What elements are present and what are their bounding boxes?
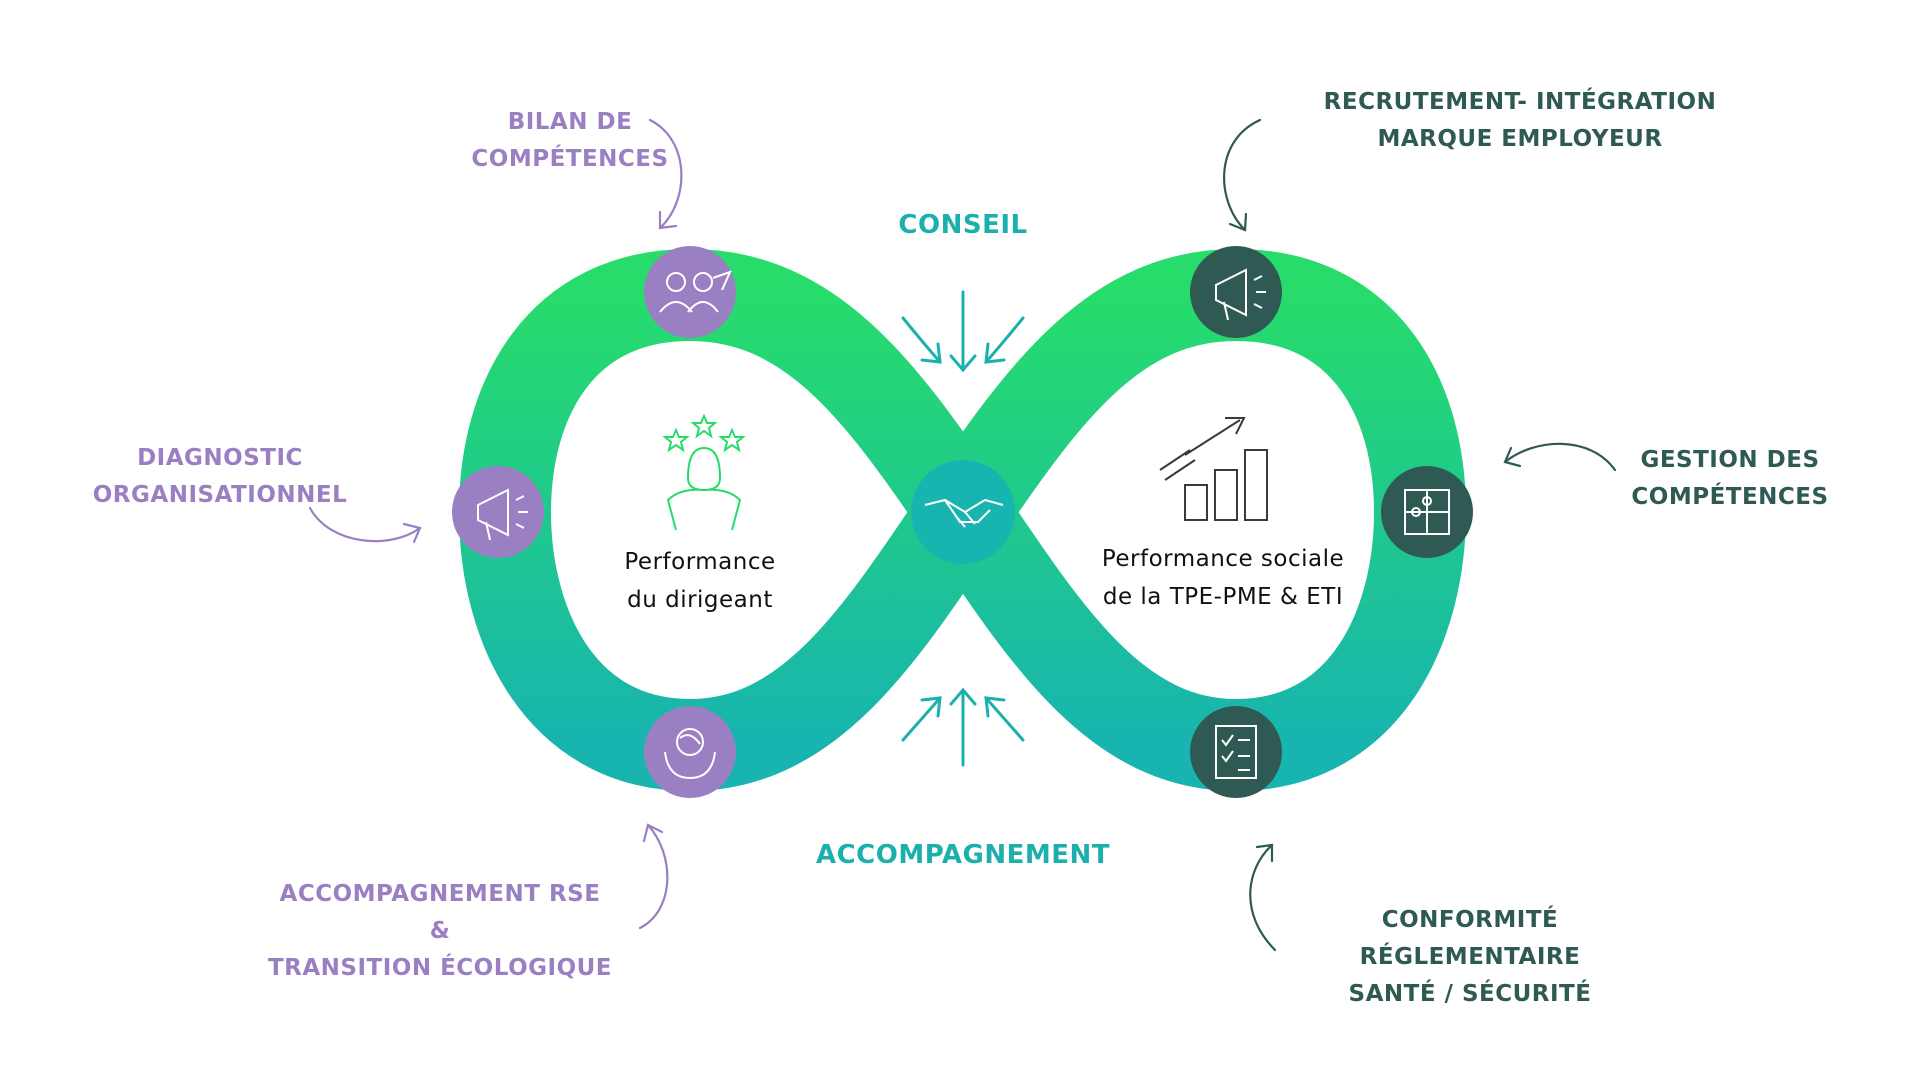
puzzle-icon xyxy=(1404,489,1450,535)
accompagnement-label: ACCOMPAGNEMENT xyxy=(815,840,1111,870)
conformite-line-1: CONFORMITÉ xyxy=(1381,907,1559,933)
gestion-line-2: COMPÉTENCES xyxy=(1631,484,1829,510)
conseil-label: CONSEIL xyxy=(898,210,1028,240)
megaphone-icon xyxy=(1215,268,1266,321)
recrutement-line-2: MARQUE EMPLOYEUR xyxy=(1377,126,1663,152)
rse-line-1: ACCOMPAGNEMENT RSE xyxy=(279,881,601,907)
right-center-line-1: Performance sociale xyxy=(1101,546,1345,572)
bilan-line-1: BILAN DE xyxy=(507,109,633,135)
conformite-line-2: RÉGLEMENTAIRE xyxy=(1359,944,1581,970)
diagnostic-badge xyxy=(452,466,544,558)
left-center-label: Performance du dirigeant xyxy=(590,543,810,619)
rse-badge xyxy=(644,706,736,798)
recrutement-label: RECRUTEMENT- INTÉGRATION MARQUE EMPLOYEU… xyxy=(1300,84,1740,158)
diagnostic-label: DIAGNOSTIC ORGANISATIONNEL xyxy=(70,440,370,514)
bilan-line-2: COMPÉTENCES xyxy=(471,146,669,172)
rse-line-3: TRANSITION ÉCOLOGIQUE xyxy=(267,955,613,981)
gestion-label: GESTION DES COMPÉTENCES xyxy=(1610,442,1850,516)
conseil-arrows xyxy=(901,290,1025,373)
recrutement-line-1: RECRUTEMENT- INTÉGRATION xyxy=(1323,89,1717,115)
handshake-icon xyxy=(924,498,1004,528)
recrutement-badge xyxy=(1190,246,1282,338)
diagnostic-line-2: ORGANISATIONNEL xyxy=(92,482,348,508)
rse-label: ACCOMPAGNEMENT RSE & TRANSITION ÉCOLOGIQ… xyxy=(250,876,630,987)
checklist-icon xyxy=(1215,725,1257,779)
accompagnement-arrows xyxy=(901,687,1025,767)
handshake-badge xyxy=(911,460,1015,564)
people-angel-icon xyxy=(659,270,732,313)
right-center-label: Performance sociale de la TPE-PME & ETI xyxy=(1078,540,1368,616)
bar-growth-icon xyxy=(1159,417,1268,521)
right-center-line-2: de la TPE-PME & ETI xyxy=(1102,584,1344,610)
diagnostic-line-1: DIAGNOSTIC xyxy=(137,445,303,471)
conformite-label: CONFORMITÉ RÉGLEMENTAIRE SANTÉ / SÉCURIT… xyxy=(1320,902,1620,1013)
hands-globe-icon xyxy=(664,728,716,780)
gestion-line-1: GESTION DES xyxy=(1640,447,1820,473)
pointer-arrows xyxy=(308,118,1617,952)
left-center-line-2: du dirigeant xyxy=(627,587,773,613)
bilan-badge xyxy=(644,246,736,338)
megaphone-icon xyxy=(477,488,528,541)
conformite-line-3: SANTÉ / SÉCURITÉ xyxy=(1348,981,1592,1007)
rse-line-2: & xyxy=(429,918,451,944)
gestion-badge xyxy=(1381,466,1473,558)
left-center-line-1: Performance xyxy=(624,549,776,575)
conformite-badge xyxy=(1190,706,1282,798)
star-person-icon xyxy=(662,413,746,531)
bilan-label: BILAN DE COMPÉTENCES xyxy=(400,104,740,178)
